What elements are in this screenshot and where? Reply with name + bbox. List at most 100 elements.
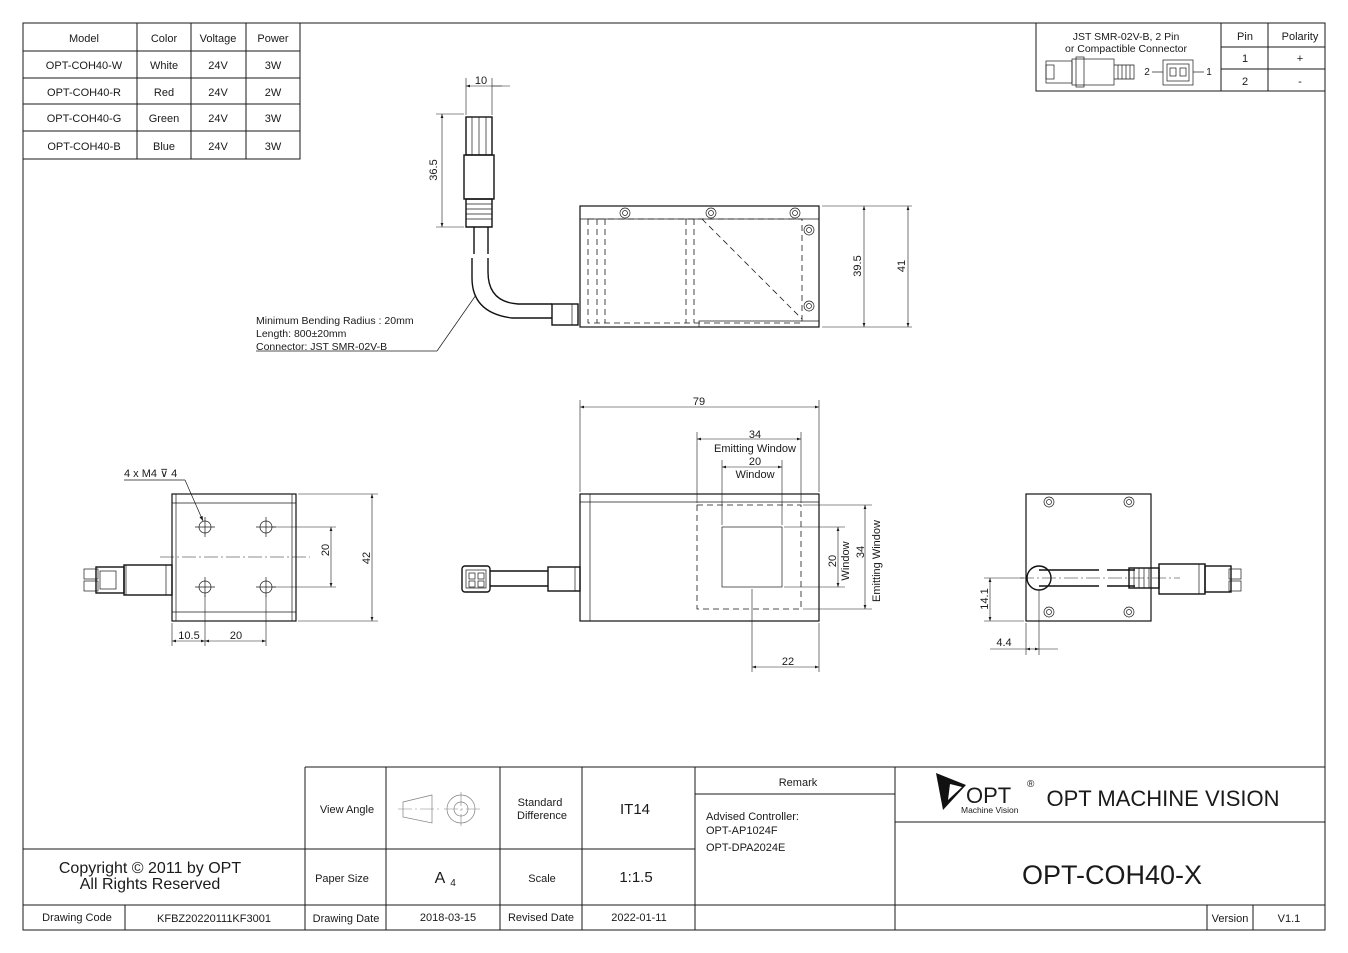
dim-front-length: 79 [693,396,705,408]
model-header-power: Power [257,33,289,45]
drawing-code: KFBZ20220111KF3001 [157,913,271,925]
model-cell: OPT-COH40-G [47,113,122,125]
model-cell: 3W [265,60,282,72]
paper-size-sub: 4 [450,878,456,889]
model-header-model: Model [69,33,99,45]
polarity-cell: + [1297,53,1303,65]
dim-end-offset-vertical: 14.1 [979,588,991,609]
dim-connector-length: 36.5 [428,159,440,180]
model-cell: 24V [208,113,228,125]
cable-note-leader [256,294,477,352]
version-label: Version [1212,913,1249,925]
cable-note-bending: Minimum Bending Radius : 20mm [256,315,414,327]
screw-icon [1123,496,1135,508]
model-cell: Blue [153,141,175,153]
model-table: Model Color Voltage Power OPT-COH40-W Wh… [22,22,301,160]
scale: 1:1.5 [619,869,652,886]
model-cell: OPT-COH40-R [47,87,121,99]
front-view-dimensions [579,400,872,672]
side-view-dimensions [822,205,912,328]
part-number: OPT-COH40-X [1022,860,1202,890]
model-header-voltage: Voltage [200,33,237,45]
model-cell: Green [149,113,180,125]
dim-side-outer-height: 41 [896,260,908,272]
logo-registered: ® [1027,779,1035,790]
end-view [1020,493,1242,622]
model-cell: 3W [265,113,282,125]
mount-hole-icon [195,517,215,537]
label-window: Window [735,469,774,481]
remark-line1: Advised Controller: [706,811,799,823]
dim-mount-pitch-vertical: 20 [320,544,332,556]
polarity-cell: - [1298,76,1302,88]
revised-date-label: Revised Date [508,912,574,924]
polarity-header: Polarity [1282,31,1319,43]
connector-subtitle: or Compactible Connector [1065,43,1187,55]
model-cell: Red [154,87,174,99]
paper-size-label: Paper Size [315,873,369,885]
dim-end-offset-horizontal: 4.4 [996,637,1011,649]
model-cell: 3W [265,141,282,153]
dim-emitting-window-height: 34 [855,546,867,558]
drawing-date: 2018-03-15 [420,912,476,924]
pin-cell: 2 [1242,76,1248,88]
label-window-vertical: Window [840,541,852,580]
opt-logo: OPT ® Machine Vision [936,773,1035,815]
cable-note-length: Length: 800±20mm [256,328,347,340]
model-cell: 2W [265,87,282,99]
dim-mount-height: 42 [361,552,373,564]
side-view [579,205,820,328]
model-cell: 24V [208,60,228,72]
remark-label: Remark [779,777,818,789]
standard-difference-label-2: Difference [517,810,567,822]
model-cell: White [150,60,178,72]
label-emitting-window: Emitting Window [714,443,796,455]
label-emitting-window-vertical: Emitting Window [871,520,883,602]
projection-symbol-icon [398,792,480,826]
pin-cell: 1 [1242,53,1248,65]
dim-side-inner-height: 39.5 [852,255,864,276]
connector-dimensions [436,78,510,228]
screw-icon [705,207,717,219]
dim-mount-pitch-x: 20 [230,630,242,642]
remark-line3: OPT-DPA2024E [706,842,785,854]
dim-emitting-window-width: 34 [749,429,761,441]
pin-header: Pin [1237,31,1253,43]
mounting-view-dimensions [124,479,378,646]
screw-icon [803,224,815,236]
model-cell: OPT-COH40-W [46,60,123,72]
company-name: OPT MACHINE VISION [1046,786,1279,811]
standard-difference: IT14 [620,801,650,818]
revised-date: 2022-01-11 [611,912,666,924]
cable-note-connector: Connector: JST SMR-02V-B [256,341,387,353]
copyright-line2: All Rights Reserved [80,876,221,893]
standard-difference-label: Standard [518,797,563,809]
dim-mount-offset-x: 10.5 [178,630,199,642]
logo-text: OPT [966,783,1011,808]
dim-connector-width: 10 [475,75,487,87]
sheet-border [22,22,1326,931]
screw-icon [1043,606,1055,618]
screw-icon [1043,496,1055,508]
scale-label: Scale [528,873,556,885]
screw-icon [789,207,801,219]
model-cell: 24V [208,87,228,99]
front-view [461,493,820,622]
mount-holes-note: 4 x M4 ⊽ 4 [124,468,177,480]
pin-2-label: 2 [1144,67,1150,78]
connector-view [463,116,579,326]
dim-window-offset: 22 [782,656,794,668]
end-view-dimensions [984,577,1058,655]
paper-size: A [435,870,446,887]
dim-window-height: 20 [827,555,839,567]
model-cell: OPT-COH40-B [47,141,120,153]
mounting-view [83,493,310,622]
mount-hole-icon [195,577,215,597]
connector-sketch-icon [1045,56,1204,88]
remark-line2: OPT-AP1024F [706,825,778,837]
logo-subtext: Machine Vision [961,805,1019,815]
drawing-date-label: Drawing Date [313,913,380,925]
title-block [23,766,1325,930]
screw-icon [1123,606,1135,618]
